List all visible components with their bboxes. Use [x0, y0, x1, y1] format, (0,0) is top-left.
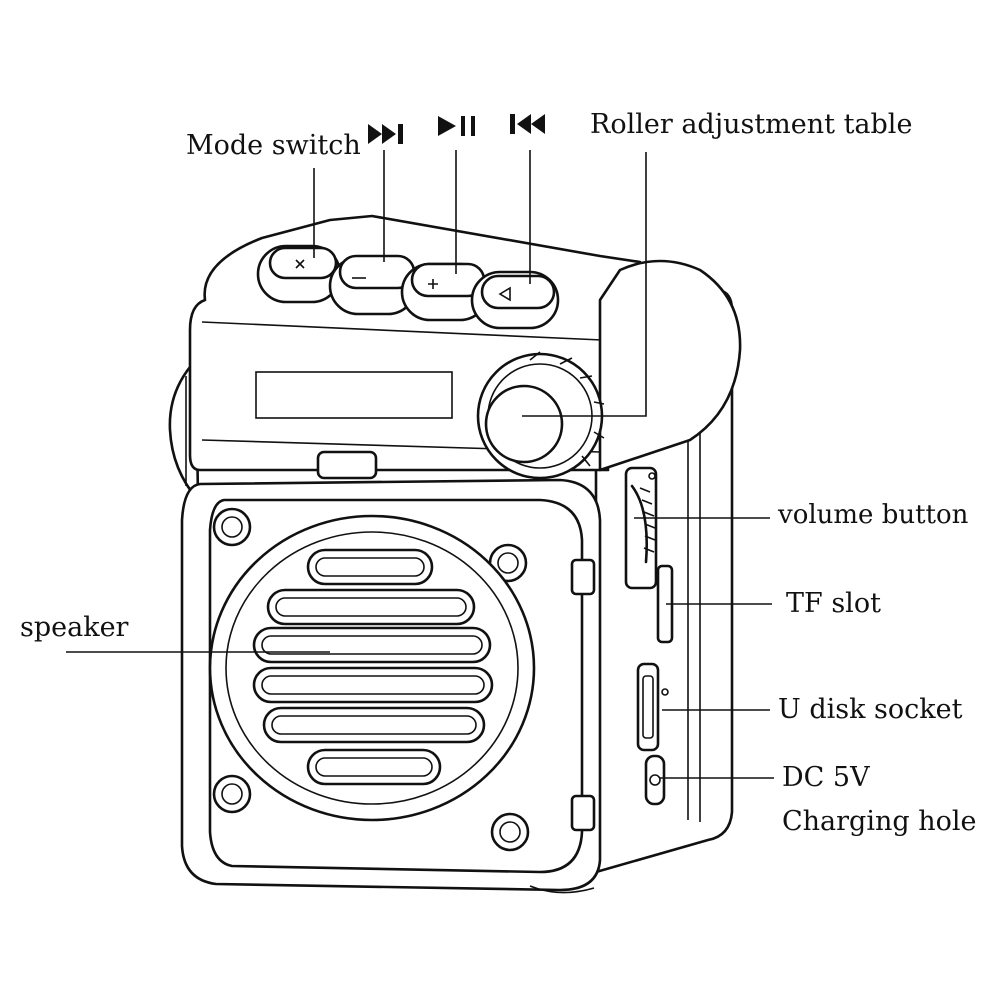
label-volume-button: volume button: [778, 500, 969, 530]
bottom-foot: [529, 885, 595, 894]
next-track-symbol: [368, 124, 403, 144]
label-charging-hole: Charging hole: [782, 806, 977, 837]
volume-wheel: [624, 466, 658, 590]
housing-screws: [212, 507, 530, 852]
side-clip-top: [570, 558, 596, 596]
label-mode-switch: Mode switch: [186, 130, 361, 161]
play-pause-symbol: [438, 116, 475, 136]
label-tf-slot: TF slot: [786, 588, 881, 619]
previous-track-key: [470, 270, 560, 330]
mode-switch-key: [256, 244, 342, 304]
speaker-grille-slots: [252, 548, 494, 786]
leader-lines: [66, 150, 774, 779]
leader-roller: [522, 152, 647, 417]
label-dc-5v: DC 5V: [782, 762, 870, 793]
usb-socket-port: [636, 662, 669, 752]
label-roller-adjustment: Roller adjustment table: [590, 109, 913, 140]
label-usb-socket: U disk socket: [778, 694, 963, 725]
dc-charging-port: [644, 754, 666, 806]
roller-knob-cap: [484, 384, 564, 464]
display-window: [255, 371, 453, 419]
next-track-key: [328, 254, 418, 316]
previous-track-symbol: [510, 114, 545, 134]
top-button-row: [256, 244, 560, 330]
side-clip-bottom: [570, 794, 596, 832]
speaker-housing: [180, 478, 602, 892]
side-ports: [624, 466, 674, 806]
play-pause-key: [400, 262, 490, 322]
top-latch: [316, 450, 378, 480]
label-speaker: speaker: [20, 612, 129, 643]
